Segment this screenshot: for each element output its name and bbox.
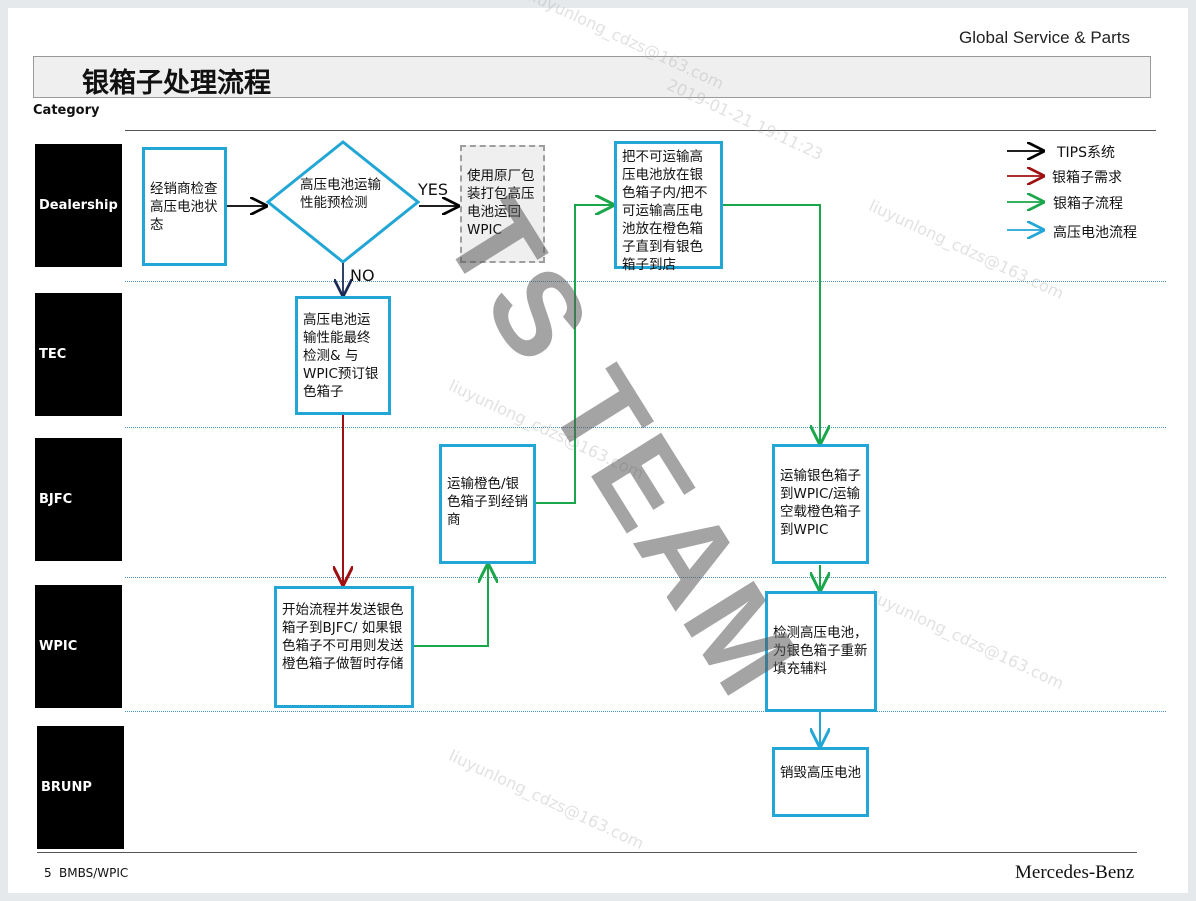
lane-wpic: WPIC — [35, 585, 122, 708]
lane-label: TEC — [39, 347, 67, 362]
lane-divider — [125, 711, 1166, 712]
node-ship-back: 使用原厂包装打包高压电池运回WPIC — [460, 145, 545, 263]
category-label: Category — [33, 103, 100, 118]
page-number: 5 — [44, 866, 52, 880]
node-tec-test: 高压电池运输性能最终检测& 与WPIC预订银色箱子 — [295, 296, 391, 415]
lane-label: Dealership — [39, 198, 118, 213]
title-bar — [33, 56, 1151, 98]
node-bjfc-ship-out: 运输橙色/银色箱子到经销商 — [439, 444, 536, 564]
lane-divider — [125, 281, 1166, 282]
brand-header: Global Service & Parts — [959, 28, 1131, 47]
lane-bjfc: BJFC — [35, 438, 122, 561]
footer-rule — [37, 852, 1137, 853]
arrow-dealer-to-bjfc — [723, 204, 820, 443]
lane-divider — [125, 427, 1166, 428]
decision-diamond — [265, 140, 421, 264]
top-rule — [125, 130, 1156, 131]
lane-tec: TEC — [35, 293, 122, 416]
legend-tips: TIPS系统 — [1057, 145, 1116, 161]
legend-silver-flow: 银箱子流程 — [1053, 196, 1123, 212]
arrow-wpic-to-bjfc — [413, 565, 488, 647]
page-title: 银箱子处理流程 — [82, 68, 271, 99]
node-destroy: 销毁高压电池 — [772, 747, 869, 817]
legend-battery-flow: 高压电池流程 — [1053, 225, 1137, 241]
node-store: 把不可运输高压电池放在银色箱子内/把不可运输高压电池放在橙色箱子直到有银色箱子到… — [614, 141, 723, 273]
lane-label: WPIC — [39, 639, 78, 654]
label-yes: YES — [418, 180, 449, 199]
arrow-bjfc-to-dealer — [536, 205, 613, 504]
node-bjfc-ship-back: 运输银色箱子到WPIC/运输空载橙色箱子到WPIC — [772, 444, 869, 564]
mercedes-benz-logo: Mercedes-Benz — [1015, 862, 1135, 883]
lane-dealership: Dealership — [35, 144, 122, 267]
label-no: NO — [350, 266, 375, 285]
footer-text: BMBS/WPIC — [59, 866, 129, 880]
node-dealer-check: 经销商检查高压电池状态 — [142, 147, 227, 266]
lane-label: BJFC — [39, 492, 73, 507]
legend-silver-demand: 银箱子需求 — [1052, 170, 1122, 186]
lane-divider — [125, 577, 1166, 578]
node-wpic-start: 开始流程并发送银色箱子到BJFC/ 如果银色箱子不可用则发送橙色箱子做暂时存储 — [274, 586, 414, 708]
lane-label: BRUNP — [41, 780, 92, 795]
lane-brunp: BRUNP — [37, 726, 124, 849]
node-precheck: 高压电池运输性能预检测 — [300, 177, 381, 211]
node-wpic-test: 检测高压电池，为银色箱子重新填充辅料 — [765, 591, 877, 712]
